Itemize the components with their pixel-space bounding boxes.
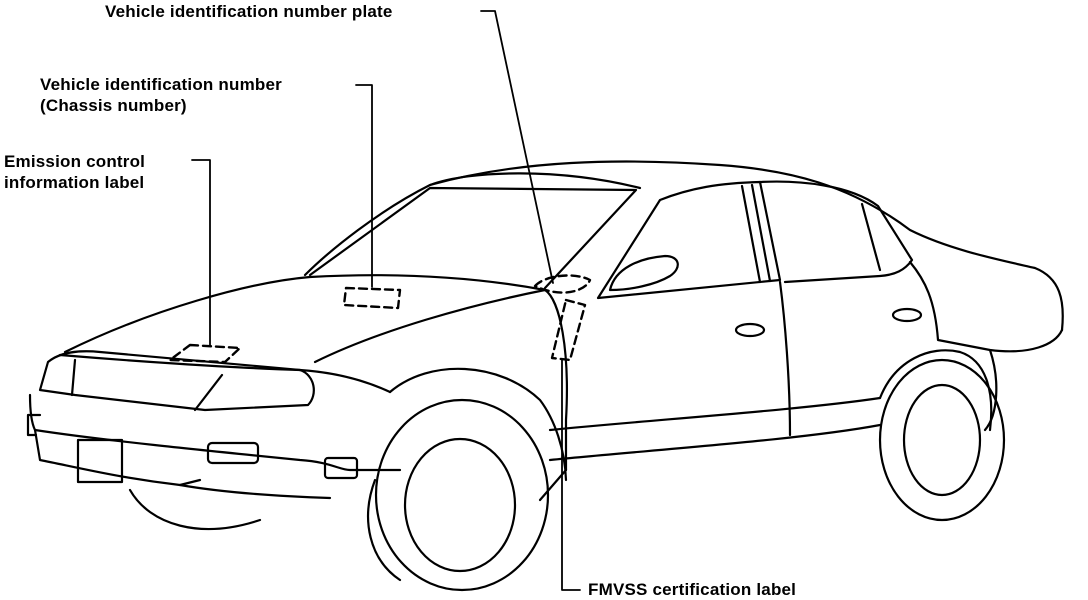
emission-leader <box>191 159 211 346</box>
fmvss-label-location <box>550 298 587 362</box>
front-end <box>26 350 402 500</box>
side-windows <box>596 180 914 300</box>
vin-label-line1: Vehicle identification number <box>40 75 282 94</box>
body-side <box>298 260 1064 502</box>
fmvss-label: FMVSS certification label <box>588 579 796 600</box>
license-plate <box>76 438 124 484</box>
vin-plate-location <box>533 274 592 294</box>
emission-label-line1: Emission control <box>4 152 146 171</box>
vin-plate-label-text: Vehicle identification number plate <box>105 2 393 21</box>
vin-plate-leader <box>480 10 554 284</box>
front-wheel <box>128 367 568 592</box>
front-door-handle <box>734 322 766 338</box>
side-marker-lamp <box>323 456 359 480</box>
fmvss-leader <box>561 359 581 591</box>
fog-lamp <box>206 441 260 465</box>
emission-label: Emission control information label <box>4 151 145 193</box>
vin-label-line2: (Chassis number) <box>40 96 187 115</box>
vin-label: Vehicle identification number (Chassis n… <box>40 74 282 116</box>
leader-lines <box>191 10 581 591</box>
emission-label-location <box>168 343 242 364</box>
rear-door-handle <box>891 307 923 323</box>
label-locations <box>168 274 592 364</box>
side-mirror <box>608 254 679 292</box>
vin-leader <box>355 84 373 288</box>
emission-label-line2: information label <box>4 173 145 192</box>
car-roof <box>303 160 1064 332</box>
vin-plate-label: Vehicle identification number plate <box>105 1 393 22</box>
windshield <box>308 186 638 290</box>
hood <box>58 274 547 372</box>
fmvss-label-text: FMVSS certification label <box>588 580 797 599</box>
rear-wheel <box>878 349 1006 522</box>
vin-location <box>342 286 402 310</box>
